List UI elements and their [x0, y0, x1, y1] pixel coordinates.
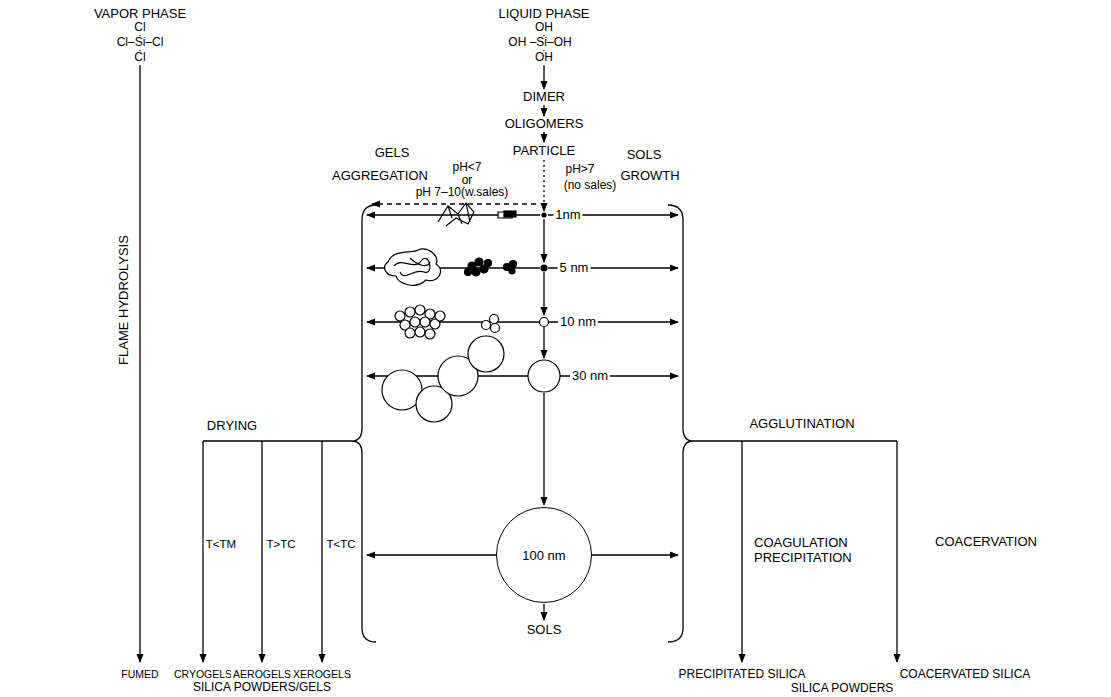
diagram-label: OLIGOMERS [503, 117, 586, 132]
diagram-label: (no sales) [562, 179, 619, 193]
diagram-label: VAPOR PHASE [92, 7, 188, 22]
diagram-label: XEROGELS [291, 668, 353, 680]
diagram-label: COACERVATION [933, 535, 1039, 550]
diagram-label: Cl [132, 21, 147, 35]
diagram-label: Cl [132, 51, 147, 65]
diagram-label: AGGLUTINATION [747, 417, 856, 432]
diagram-label: T<TC [324, 538, 357, 551]
diagram-label: GROWTH [618, 169, 681, 184]
diagram-label: DRYING [205, 419, 259, 434]
diagram-label: AEROGELS [231, 668, 293, 680]
diagram-label: AGGREGATION [330, 169, 430, 184]
diagram-label: SOLS [525, 623, 564, 638]
diagram-label: pH>7 [563, 163, 596, 177]
diagram-label: 1nm [553, 208, 582, 223]
diagram-label: CRYOGELS [172, 668, 234, 680]
diagram-label: 5 nm [558, 261, 591, 276]
diagram-label: T<TM [204, 538, 238, 551]
diagram-label: OH [533, 21, 555, 35]
diagram-label: 30 nm [570, 369, 610, 384]
diagram-label: COACERVATED SILICA [898, 668, 1033, 682]
diagram-label: pH<7 [450, 161, 483, 175]
diagram-label: Cl–Si–Cl [115, 36, 166, 50]
diagram-label: PRECIPITATED SILICA [677, 668, 808, 682]
size-label: 100 nm [522, 548, 565, 563]
diagram-label: SILICA POWDERS [789, 682, 896, 696]
diagram-label: PARTICLE [511, 144, 577, 159]
diagram-label: pH 7–10(w.sales) [414, 186, 511, 200]
particle-circle: 100 nm [496, 507, 592, 603]
diagram-label: T>TC [264, 538, 297, 551]
diagram-label: OH –Si–OH [506, 36, 573, 50]
diagram-label: DIMER [521, 90, 567, 105]
diagram-label: FLAME HYDROLYSIS [117, 233, 132, 367]
diagram-label: 10 nm [558, 315, 598, 330]
diagram-label: OH [533, 51, 555, 65]
diagram-label: SILICA POWDERS/GELS [191, 681, 333, 695]
diagram-label: COAGULATION PRECIPITATION [752, 536, 874, 566]
diagram-label: GELS [373, 146, 412, 161]
diagram-label: FUMED [119, 668, 160, 680]
diagram-label: LIQUID PHASE [496, 7, 591, 22]
diagram-label: SOLS [625, 148, 664, 163]
